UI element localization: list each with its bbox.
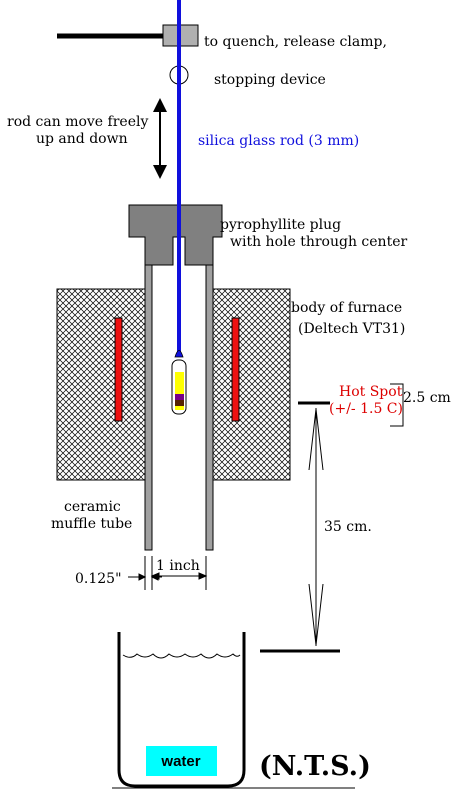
muffle-tube-right-wall [205, 236, 214, 551]
sample-capsule [171, 350, 187, 415]
label-muffle-1: ceramic [64, 499, 121, 515]
drop-distance-dimension [308, 408, 324, 646]
muffle-tube-left-wall [144, 236, 153, 551]
water-surface [122, 653, 241, 659]
label-not-to-scale: (N.T.S.) [259, 751, 371, 782]
water-bucket [117, 632, 246, 788]
label-silica-rod: silica glass rod (3 mm) [198, 133, 359, 149]
label-rod-move-2: up and down [36, 131, 128, 147]
label-body-2: (Deltech VT31) [298, 321, 405, 337]
water-label-box [146, 746, 217, 776]
label-rod-move-1: rod can move freely [7, 114, 148, 130]
label-hot-spot-1: Hot Spot [339, 384, 403, 400]
label-body-1: body of furnace [291, 300, 402, 316]
label-water: water [160, 753, 200, 770]
label-hot-zone: 2.5 cm [403, 390, 451, 406]
label-stopping-device: stopping device [214, 72, 326, 88]
hot-zone-bracket [390, 383, 404, 427]
heating-element-left [114, 317, 123, 422]
label-inner-diameter: 1 inch [156, 558, 200, 574]
tube-dimension-lines [128, 556, 208, 590]
label-drop-distance: 35 cm. [324, 519, 372, 535]
label-plug-1: pyrophyllite plug [220, 217, 341, 233]
pyrophyllite-plug [128, 204, 223, 266]
label-plug-2: with hole through center [230, 234, 407, 250]
label-wall-thickness: 0.125" [75, 571, 122, 587]
label-hot-spot-2: (+/- 1.5 C) [329, 401, 403, 417]
heating-element-right [231, 317, 240, 422]
label-muffle-2: muffle tube [51, 516, 132, 532]
label-quench: to quench, release clamp, [204, 34, 387, 50]
